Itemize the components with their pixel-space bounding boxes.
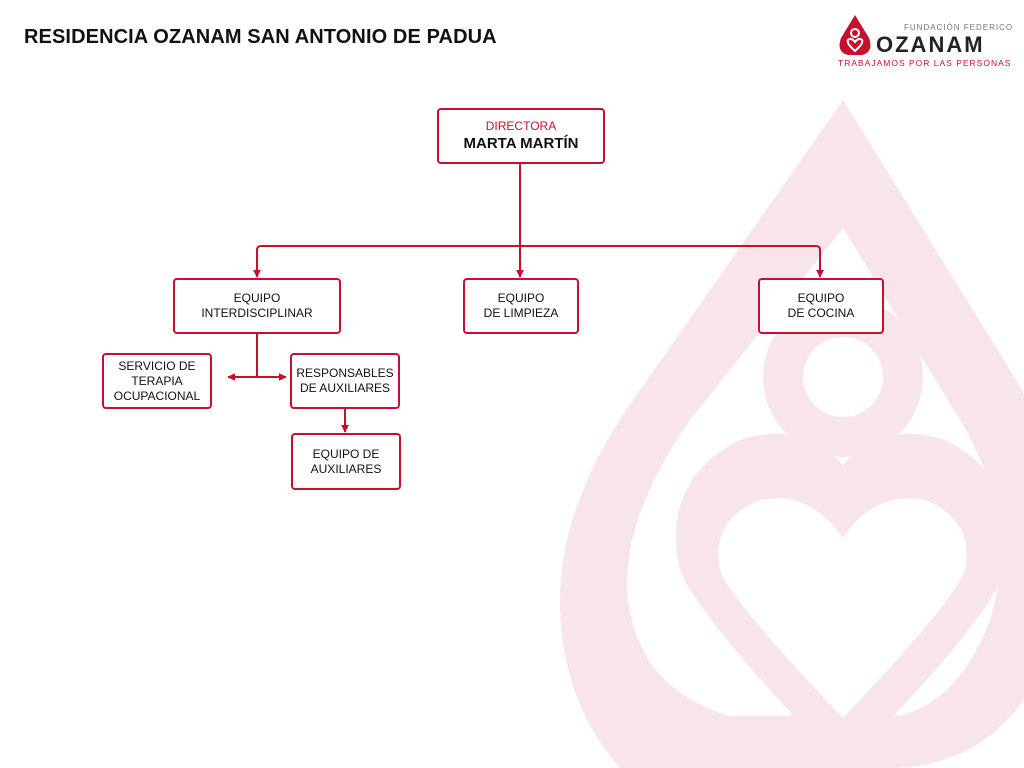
page-title: RESIDENCIA OZANAM SAN ANTONIO DE PADUA xyxy=(24,26,497,48)
logo-subtitle: FUNDACIÓN FEDERICO xyxy=(904,23,1014,32)
logo-brand: OZANAM xyxy=(876,32,985,57)
box-label-line: AUXILIARES xyxy=(310,461,382,476)
director-role: DIRECTORA xyxy=(485,118,557,133)
director-box: DIRECTORA MARTA MARTÍN xyxy=(437,108,605,164)
director-name: MARTA MARTÍN xyxy=(463,134,579,152)
terapia-ocupacional-box: SERVICIO DE TERAPIA OCUPACIONAL xyxy=(102,353,212,409)
responsables-auxiliares-box: RESPONSABLES DE AUXILIARES xyxy=(290,353,400,409)
box-label-line: RESPONSABLES xyxy=(296,366,394,380)
box-label-line: EQUIPO xyxy=(497,291,545,305)
equipo-interdisciplinar-box: EQUIPO INTERDISCIPLINAR xyxy=(173,278,341,334)
drop-heart-icon xyxy=(839,15,871,55)
box-label-line: DE LIMPIEZA xyxy=(483,306,559,320)
box-label-line: EQUIPO xyxy=(233,291,281,305)
ozanam-logo: FUNDACIÓN FEDERICO OZANAM TRABAJAMOS POR… xyxy=(838,12,1012,70)
box-label-line: EQUIPO DE xyxy=(312,446,380,461)
logo-tagline: TRABAJAMOS POR LAS PERSONAS xyxy=(838,58,1012,68)
box-label-line: DE COCINA xyxy=(787,306,855,320)
equipo-cocina-box: EQUIPO DE COCINA xyxy=(758,278,884,334)
box-label-line: EQUIPO xyxy=(797,291,845,305)
box-label-line: SERVICIO DE xyxy=(118,358,196,373)
box-label-line: TERAPIA xyxy=(131,373,183,388)
equipo-limpieza-box: EQUIPO DE LIMPIEZA xyxy=(463,278,579,334)
equipo-auxiliares-box: EQUIPO DE AUXILIARES xyxy=(291,433,401,490)
box-label-line: DE AUXILIARES xyxy=(299,381,391,395)
box-label-line: INTERDISCIPLINAR xyxy=(201,306,313,320)
box-label-line: OCUPACIONAL xyxy=(113,388,201,403)
